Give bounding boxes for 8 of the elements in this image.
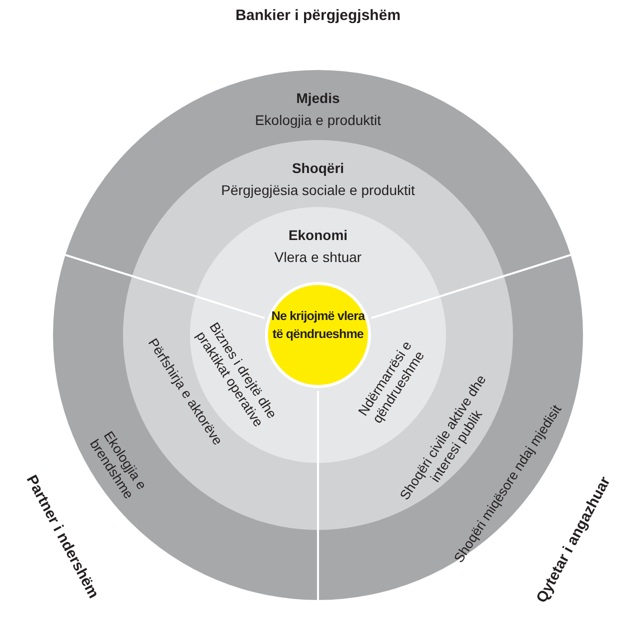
ring-subtitle: Përgjegjësia sociale e produktit [220,182,416,198]
ring-heading: Shoqëri [290,160,346,176]
ring-heading: Ekonomi [287,227,349,243]
ring-heading: Mjedis [295,90,341,106]
top-label: Bankier i përgjegjshëm [234,8,402,24]
ring-subtitle: Vlera e shtuar [273,249,363,265]
ring-subtitle: Ekologjia e produktit [254,112,382,128]
center-title: Ne krijojmë vlera të qëndrueshme [270,308,366,343]
